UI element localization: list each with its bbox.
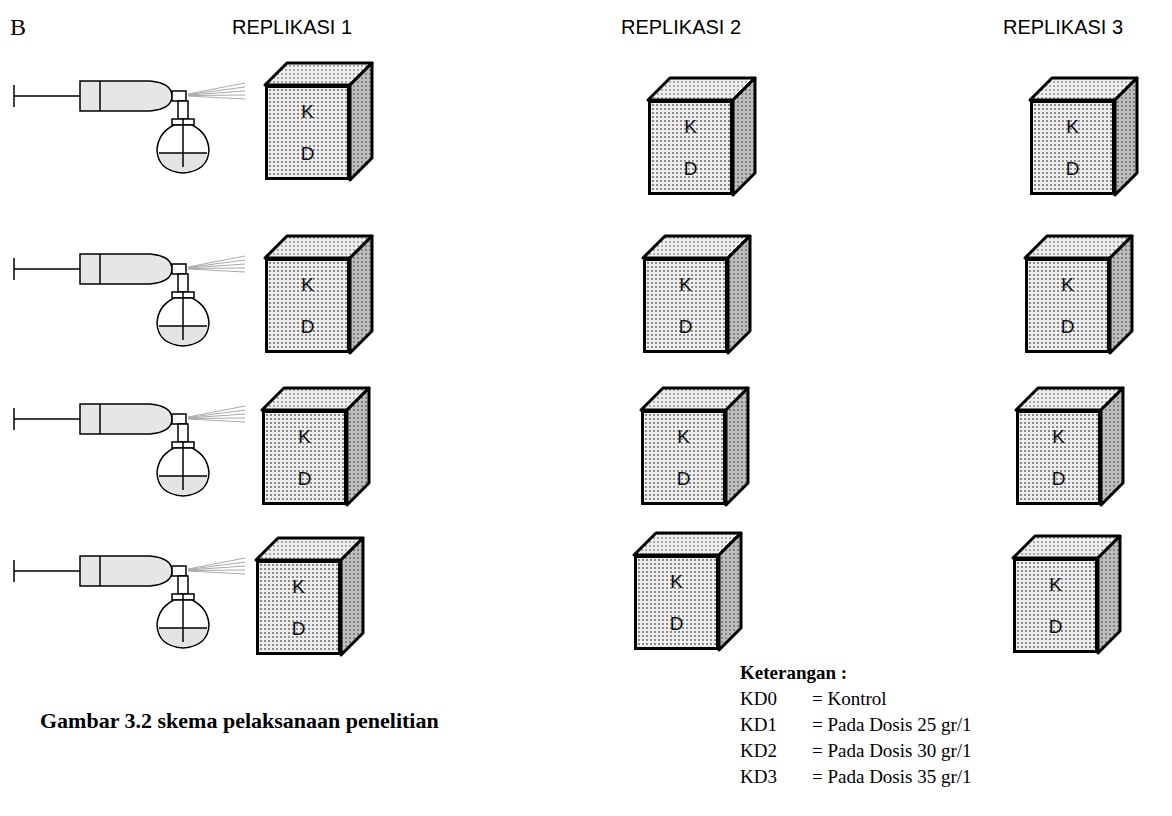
cube-label: K D [1065, 106, 1080, 190]
legend-text: = Pada Dosis 25 gr/1 [812, 714, 972, 736]
cube-side [1115, 78, 1137, 195]
cube-label: K D [1048, 564, 1063, 648]
sprayer [14, 81, 245, 173]
figure-caption: Gambar 3.2 skema pelaksanaan penelitian [40, 708, 439, 734]
legend-key: KD3 [740, 766, 777, 788]
cube-box: K D [265, 85, 350, 180]
legend-text: = Pada Dosis 35 gr/1 [812, 766, 972, 788]
cube-side [733, 78, 755, 195]
cube-label: K D [297, 416, 312, 500]
cube-side [1101, 388, 1123, 505]
cube-label: K D [300, 264, 315, 348]
cube-label: K D [1060, 264, 1075, 348]
cube-label: K D [669, 561, 684, 645]
legend-title: Keterangan : [740, 662, 847, 684]
sprayer [14, 404, 245, 496]
panel-letter: B [10, 14, 26, 41]
sprayer [14, 254, 245, 346]
column-header: REPLIKASI 1 [232, 16, 352, 39]
column-header: REPLIKASI 3 [1003, 16, 1123, 39]
cube-side [350, 63, 372, 180]
cube-box: K D [643, 258, 728, 353]
cube-box: K D [1025, 258, 1110, 353]
cube-box: K D [641, 410, 726, 505]
cube-box: K D [1013, 558, 1098, 653]
cube-label: K D [1051, 416, 1066, 500]
cube-label: K D [678, 264, 693, 348]
cube-side [347, 388, 369, 505]
cube-faces [256, 63, 1137, 655]
cube-label: K D [683, 106, 698, 190]
cube-box: K D [256, 560, 341, 655]
cube-side [350, 236, 372, 353]
cube-side [726, 388, 748, 505]
cube-side [719, 533, 741, 650]
legend-key: KD2 [740, 740, 777, 762]
cube-side [728, 236, 750, 353]
legend-text: = Pada Dosis 30 gr/1 [812, 740, 972, 762]
cube-box: K D [1030, 100, 1115, 195]
cube-box: K D [1016, 410, 1101, 505]
legend-text: = Kontrol [812, 688, 887, 710]
cube-label: K D [291, 566, 306, 650]
column-header: REPLIKASI 2 [621, 16, 741, 39]
cube-box: K D [265, 258, 350, 353]
cube-label: K D [300, 91, 315, 175]
cube-side [341, 538, 363, 655]
legend-key: KD1 [740, 714, 777, 736]
cube-box: K D [634, 555, 719, 650]
cube-label: K D [676, 416, 691, 500]
sprayer [14, 556, 245, 648]
cube-box: K D [648, 100, 733, 195]
cube-side [1098, 536, 1120, 653]
legend-key: KD0 [740, 688, 777, 710]
cube-box: K D [262, 410, 347, 505]
cube-side [1110, 236, 1132, 353]
